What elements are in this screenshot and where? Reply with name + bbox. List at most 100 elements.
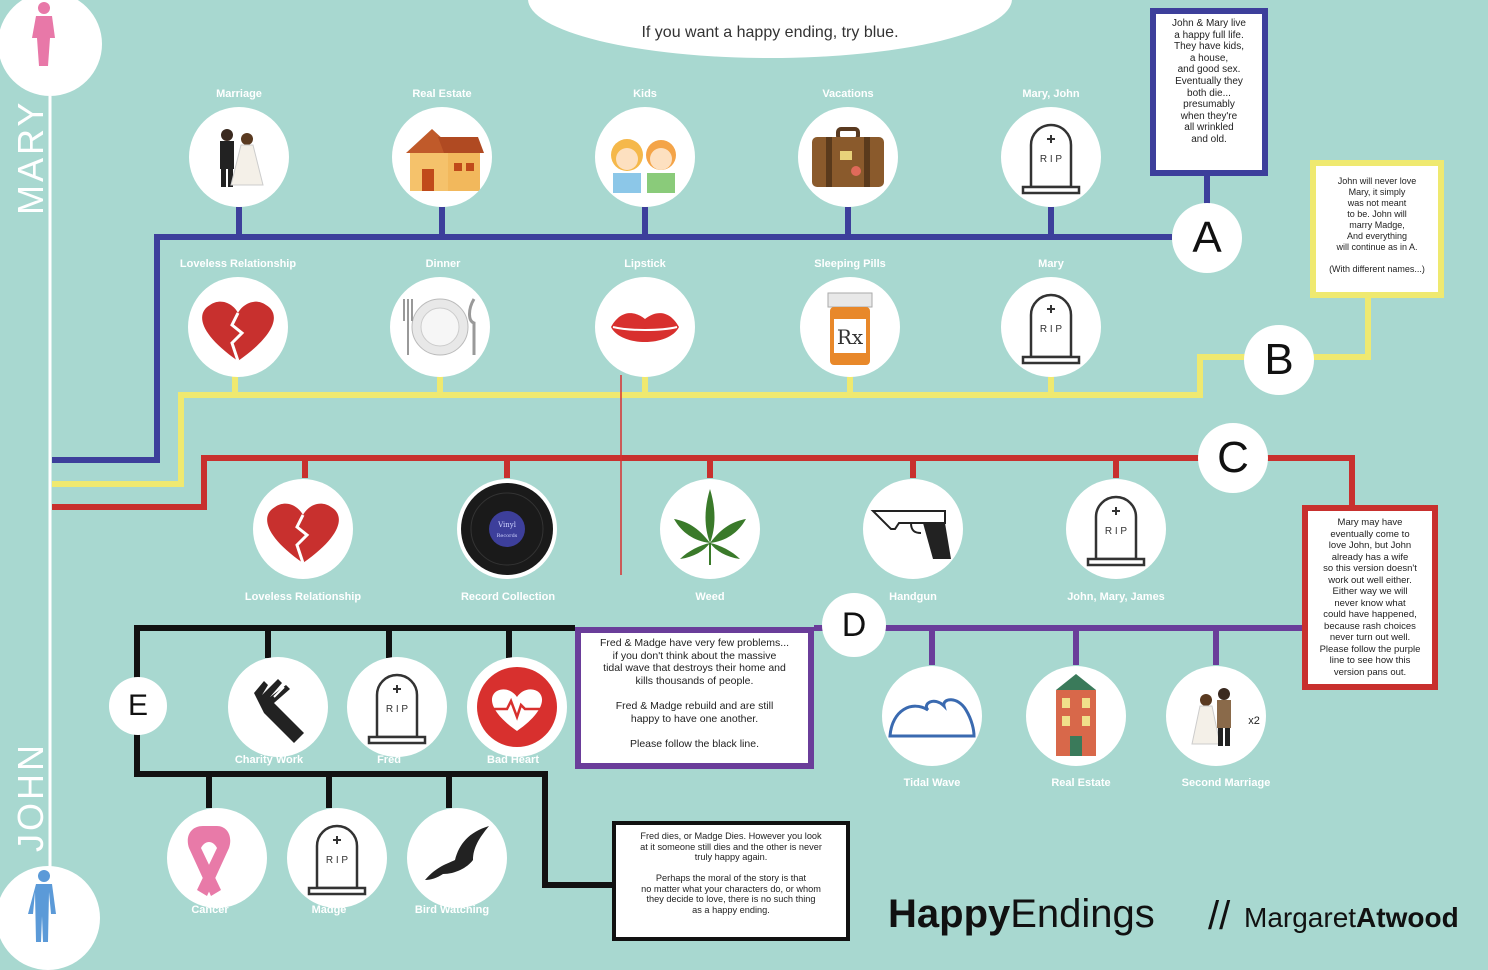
broken-heart-icon (202, 301, 274, 362)
node-tombstone: R I P (1066, 479, 1166, 579)
node-tombstone: R I P (287, 808, 387, 908)
author-first: Margaret (1244, 902, 1357, 933)
node-lipstick (595, 277, 695, 377)
node-label: Bird Watching (414, 904, 490, 916)
pill-bottle-icon: Rx (827, 292, 873, 365)
node-record-collection: Vinyl Records (457, 479, 557, 579)
node-label: Dinner (425, 258, 461, 270)
couple-icon (220, 129, 264, 187)
john-label: JOHN (10, 742, 51, 852)
couple-icon: x2 (1191, 688, 1260, 746)
node-marriage (189, 107, 289, 207)
plate-icon (403, 298, 476, 356)
node-label: Loveless Relationship (244, 591, 362, 603)
tombstone-icon: R I P (1021, 293, 1081, 365)
route-c-connector (1262, 455, 1355, 505)
route-c-line (52, 455, 1200, 510)
tombstone-icon: R I P (1086, 495, 1146, 567)
node-second-marriage: x2 (1166, 666, 1266, 766)
route-e-marker: E (109, 677, 167, 735)
node-label: Sleeping Pills (814, 258, 886, 270)
rip-text: R I P (1040, 154, 1063, 165)
title-rest: Endings (1010, 892, 1155, 936)
route-b-connector (1310, 298, 1371, 360)
node-bird-watching (407, 808, 507, 908)
leaf-icon (674, 489, 746, 565)
node-broken-heart (188, 277, 288, 377)
node-label: Marriage (216, 88, 262, 100)
ribbon-icon (187, 826, 231, 896)
node-real-estate (392, 107, 492, 207)
hands-icon (254, 679, 304, 743)
vinyl-record-icon: Vinyl Records (461, 483, 553, 575)
author-last: Atwood (1356, 902, 1459, 933)
tombstone-icon: R I P (367, 673, 427, 745)
handgun-icon (870, 510, 951, 559)
route-e-note: Fred dies, or Madge Dies. However you lo… (612, 821, 850, 941)
tombstone-icon: R I P (1021, 123, 1081, 195)
node-label: Fred (377, 754, 401, 766)
route-d-marker: D (822, 593, 886, 657)
node-kids (595, 107, 695, 207)
node-label: Vacations (822, 88, 874, 100)
node-cancer (167, 808, 267, 908)
lips-icon (611, 313, 679, 342)
node-label: Madge (311, 904, 347, 916)
node-label: Real Estate (412, 88, 472, 100)
author: MargaretAtwood (1244, 902, 1459, 934)
node-label: Loveless Relationship (179, 258, 297, 270)
route-a-marker: A (1172, 203, 1242, 273)
node-tidal-wave (882, 666, 982, 766)
node-weed (660, 479, 760, 579)
rip-text: R I P (1105, 526, 1128, 537)
x2-text: x2 (1248, 715, 1260, 727)
node-label: Tidal Wave (903, 777, 961, 789)
node-label: Second Marriage (1181, 777, 1271, 789)
node-label: John, Mary, James (1067, 591, 1165, 603)
node-tombstone: R I P (347, 657, 447, 757)
node-label: Mary (1038, 258, 1064, 270)
house-icon (406, 129, 484, 191)
node-real-estate (1026, 666, 1126, 766)
node-label: Handgun (889, 591, 937, 603)
building-icon (1056, 674, 1096, 756)
female-figure-icon (32, 2, 55, 66)
rip-text: R I P (386, 704, 409, 715)
kids-icon (611, 139, 676, 193)
route-b-marker: B (1244, 325, 1314, 395)
route-e-line (134, 625, 612, 888)
title-bold: Happy (888, 892, 1011, 936)
route-c-marker: C (1198, 423, 1268, 493)
rx-text: Rx (837, 325, 864, 349)
node-broken-heart (253, 479, 353, 579)
vinyl-sub: Records (497, 533, 518, 539)
broken-heart-icon (267, 503, 339, 564)
heartbeat-icon (477, 667, 557, 747)
john-figure (0, 866, 100, 970)
route-a-line (52, 234, 1172, 463)
speech-text: If you want a happy ending, try blue. (641, 24, 899, 41)
node-label: Lipstick (624, 258, 666, 270)
node-label: Record Collection (460, 591, 556, 603)
node-label: Cancer (191, 904, 229, 916)
title-slash: // (1208, 894, 1231, 938)
suitcase-icon (812, 127, 884, 187)
node-tombstone: R I P (1001, 107, 1101, 207)
node-handgun (863, 479, 963, 579)
route-d-note: Fred & Madge have very few problems... i… (575, 627, 814, 769)
bird-icon (425, 826, 489, 880)
node-label: Real Estate (1051, 777, 1111, 789)
route-b-line (52, 354, 1248, 487)
tombstone-icon: R I P (307, 824, 367, 896)
wave-icon (888, 698, 976, 738)
rip-text: R I P (1040, 324, 1063, 335)
mary-label: MARY (10, 99, 51, 215)
node-sleeping-pills: Rx (800, 277, 900, 377)
node-label: Weed (695, 591, 725, 603)
rip-text: R I P (326, 855, 349, 866)
node-label: Charity Work (234, 754, 304, 766)
node-charity-work (228, 657, 328, 757)
node-vacations (798, 107, 898, 207)
